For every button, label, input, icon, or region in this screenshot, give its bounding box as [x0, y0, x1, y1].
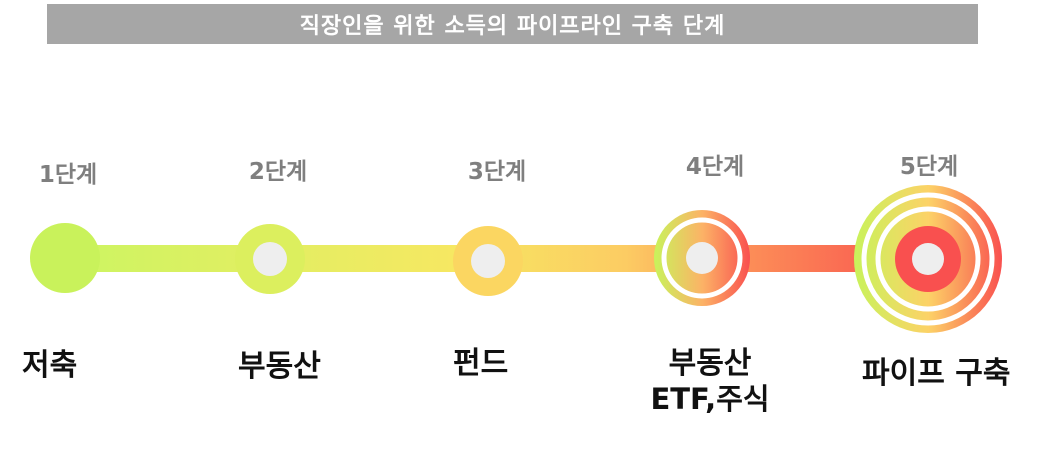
stage-label-4-sub: ETF,주식 [650, 382, 770, 416]
node-2 [235, 224, 305, 294]
node-3 [453, 226, 523, 296]
step-label-3: 3단계 [467, 159, 527, 185]
stage-label-4: 부동산 ETF,주식 [650, 346, 769, 417]
step-label-2: 2단계 [248, 159, 308, 185]
node-4 [654, 210, 750, 306]
node-1-circle [30, 223, 100, 293]
step-label-5: 5단계 [899, 154, 959, 180]
step-label-1: 1단계 [38, 162, 98, 188]
title-bar: 직장인을 위한 소득의 파이프라인 구축 단계 [47, 4, 978, 44]
node-4-inner [686, 242, 718, 274]
stage-label-1: 저축 [22, 348, 78, 383]
node-2-inner [253, 242, 287, 276]
node-3-inner [471, 244, 505, 278]
page-title: 직장인을 위한 소득의 파이프라인 구축 단계 [299, 14, 726, 39]
stage-label-5: 파이프 구축 [862, 356, 1011, 391]
node-5 [854, 185, 1002, 333]
stage-label-4-main: 부동산 [668, 346, 752, 381]
step-label-4: 4단계 [685, 154, 745, 180]
node-5-inner [912, 243, 944, 275]
stage-label-3: 펀드 [453, 346, 509, 381]
stage-label-2: 부동산 [238, 349, 321, 384]
